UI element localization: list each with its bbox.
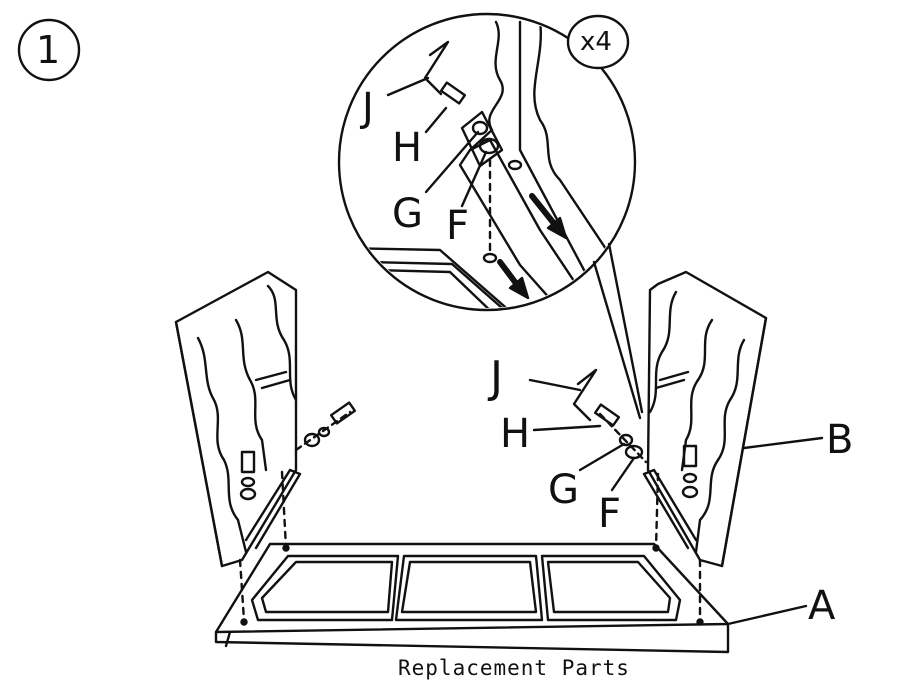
label-b: B [826, 417, 854, 463]
detail-label-g: G [392, 191, 423, 237]
allen-key-j [572, 368, 598, 422]
step-number: 1 [36, 28, 61, 72]
allen-key-j-detail [423, 40, 450, 96]
label-h: H [500, 411, 531, 457]
quantity-label: x4 [580, 27, 612, 57]
detail-label-h: H [392, 125, 423, 171]
lock-washer-g [618, 433, 634, 447]
label-j: J [490, 352, 503, 403]
caption: Replacement Parts [398, 656, 630, 680]
label-a: A [808, 583, 836, 629]
detail-label-f: F [446, 203, 470, 249]
label-f: F [598, 491, 622, 537]
quantity-badge [566, 14, 630, 70]
label-g: G [548, 467, 579, 513]
detail-label-j: J [362, 85, 374, 131]
step-number-circle [17, 18, 81, 82]
direction-arrows [497, 193, 568, 300]
bolt-h-detail [439, 81, 467, 105]
hardware-left [238, 401, 357, 622]
base-panel [214, 542, 730, 654]
detail-contents [341, 18, 633, 308]
leg-panel-right [642, 270, 768, 568]
detail-magnifier [337, 12, 644, 420]
leg-panel-left [174, 270, 302, 568]
hardware-right [572, 368, 702, 622]
flat-washer-f-detail [478, 137, 500, 155]
bolt-h [593, 403, 621, 427]
lock-washer-g-detail [471, 120, 489, 136]
